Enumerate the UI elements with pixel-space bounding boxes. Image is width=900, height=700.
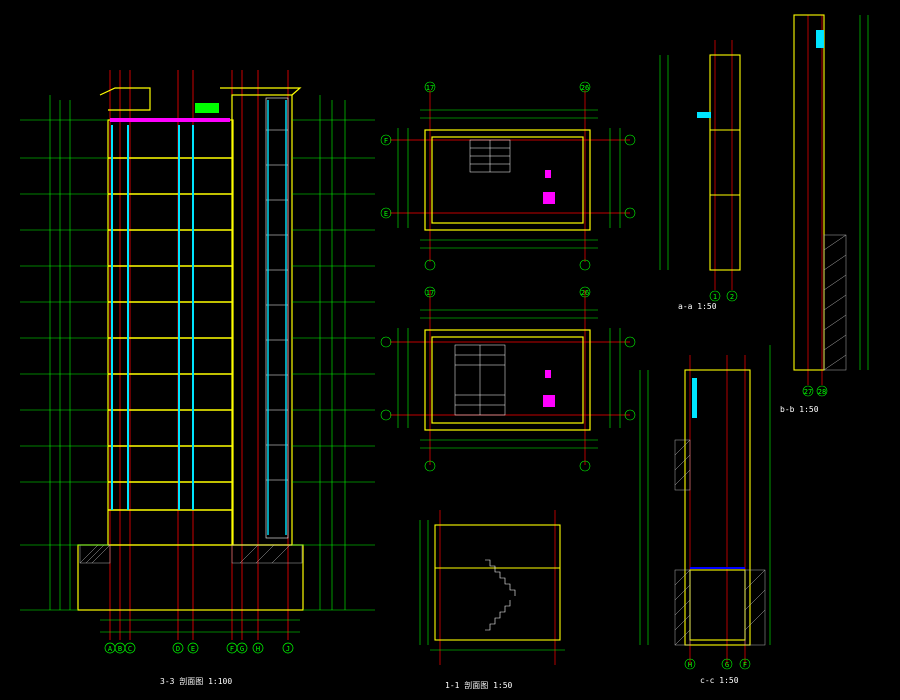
stair-section-1-1: 1-1 剖面图 1:50 <box>419 510 565 690</box>
right-dimension-chain <box>292 95 375 611</box>
basement-hatch <box>79 544 303 564</box>
window-a-a <box>697 112 711 118</box>
axis-letter: F <box>384 137 388 145</box>
caption-section-a-a: a-a 1:50 <box>678 302 717 311</box>
axis-number: 26 <box>581 84 589 92</box>
bottom-dimension-chain <box>100 619 300 633</box>
stair-plan-upper: 17 26 F E <box>380 81 636 271</box>
caption-section-c-c: c-c 1:50 <box>700 676 739 685</box>
axis-letter: E <box>384 210 388 218</box>
section-c-c: H G F c-c 1:50 <box>639 345 771 685</box>
axis-letter: G <box>240 645 244 653</box>
axis-number: 26 <box>581 289 589 297</box>
axis-letter: H <box>256 645 260 653</box>
axis-number: 2 <box>730 293 734 301</box>
window-b-b <box>816 30 824 48</box>
caption-section-b-b: b-b 1:50 <box>780 405 819 414</box>
caption-section-3-3: 3-3 剖面图 1:100 <box>160 676 232 686</box>
roof-parapet <box>110 118 230 122</box>
axis-number: 28 <box>818 388 826 396</box>
window-glazing <box>111 125 194 510</box>
axis-letter: D <box>176 645 180 653</box>
axis-letter: J <box>286 645 290 653</box>
main-axis-bubbles <box>104 642 294 654</box>
window-c-c <box>692 378 697 418</box>
axis-number: 1 <box>713 293 717 301</box>
axis-number: 17 <box>426 289 434 297</box>
stair-core-elevation <box>265 97 289 539</box>
axis-number: 27 <box>804 388 812 396</box>
section-b-b: 27 28 b-b 1:50 <box>780 14 869 414</box>
stair-core-windows <box>267 100 287 535</box>
roof-equipment <box>195 103 219 113</box>
axis-letter: E <box>191 645 195 653</box>
axis-number: 17 <box>426 84 434 92</box>
caption-stair-section: 1-1 剖面图 1:50 <box>445 680 513 690</box>
left-dimension-chain <box>20 95 108 611</box>
stair-plan-lower: 17 26 <box>380 286 636 472</box>
axis-letter: B <box>118 645 122 653</box>
axis-letter: H <box>688 661 692 669</box>
section-a-a: 1 2 a-a 1:50 <box>659 40 741 311</box>
main-axis-letters: A B C D E F G H J <box>108 645 290 653</box>
axis-letter: F <box>743 661 747 669</box>
main-building-section: A B C D E F G H J 3-3 剖面图 1:100 <box>20 70 375 686</box>
axis-letter: C <box>128 645 132 653</box>
axis-letter: G <box>725 661 729 669</box>
axis-letter: F <box>230 645 234 653</box>
axis-letter: A <box>108 645 113 653</box>
